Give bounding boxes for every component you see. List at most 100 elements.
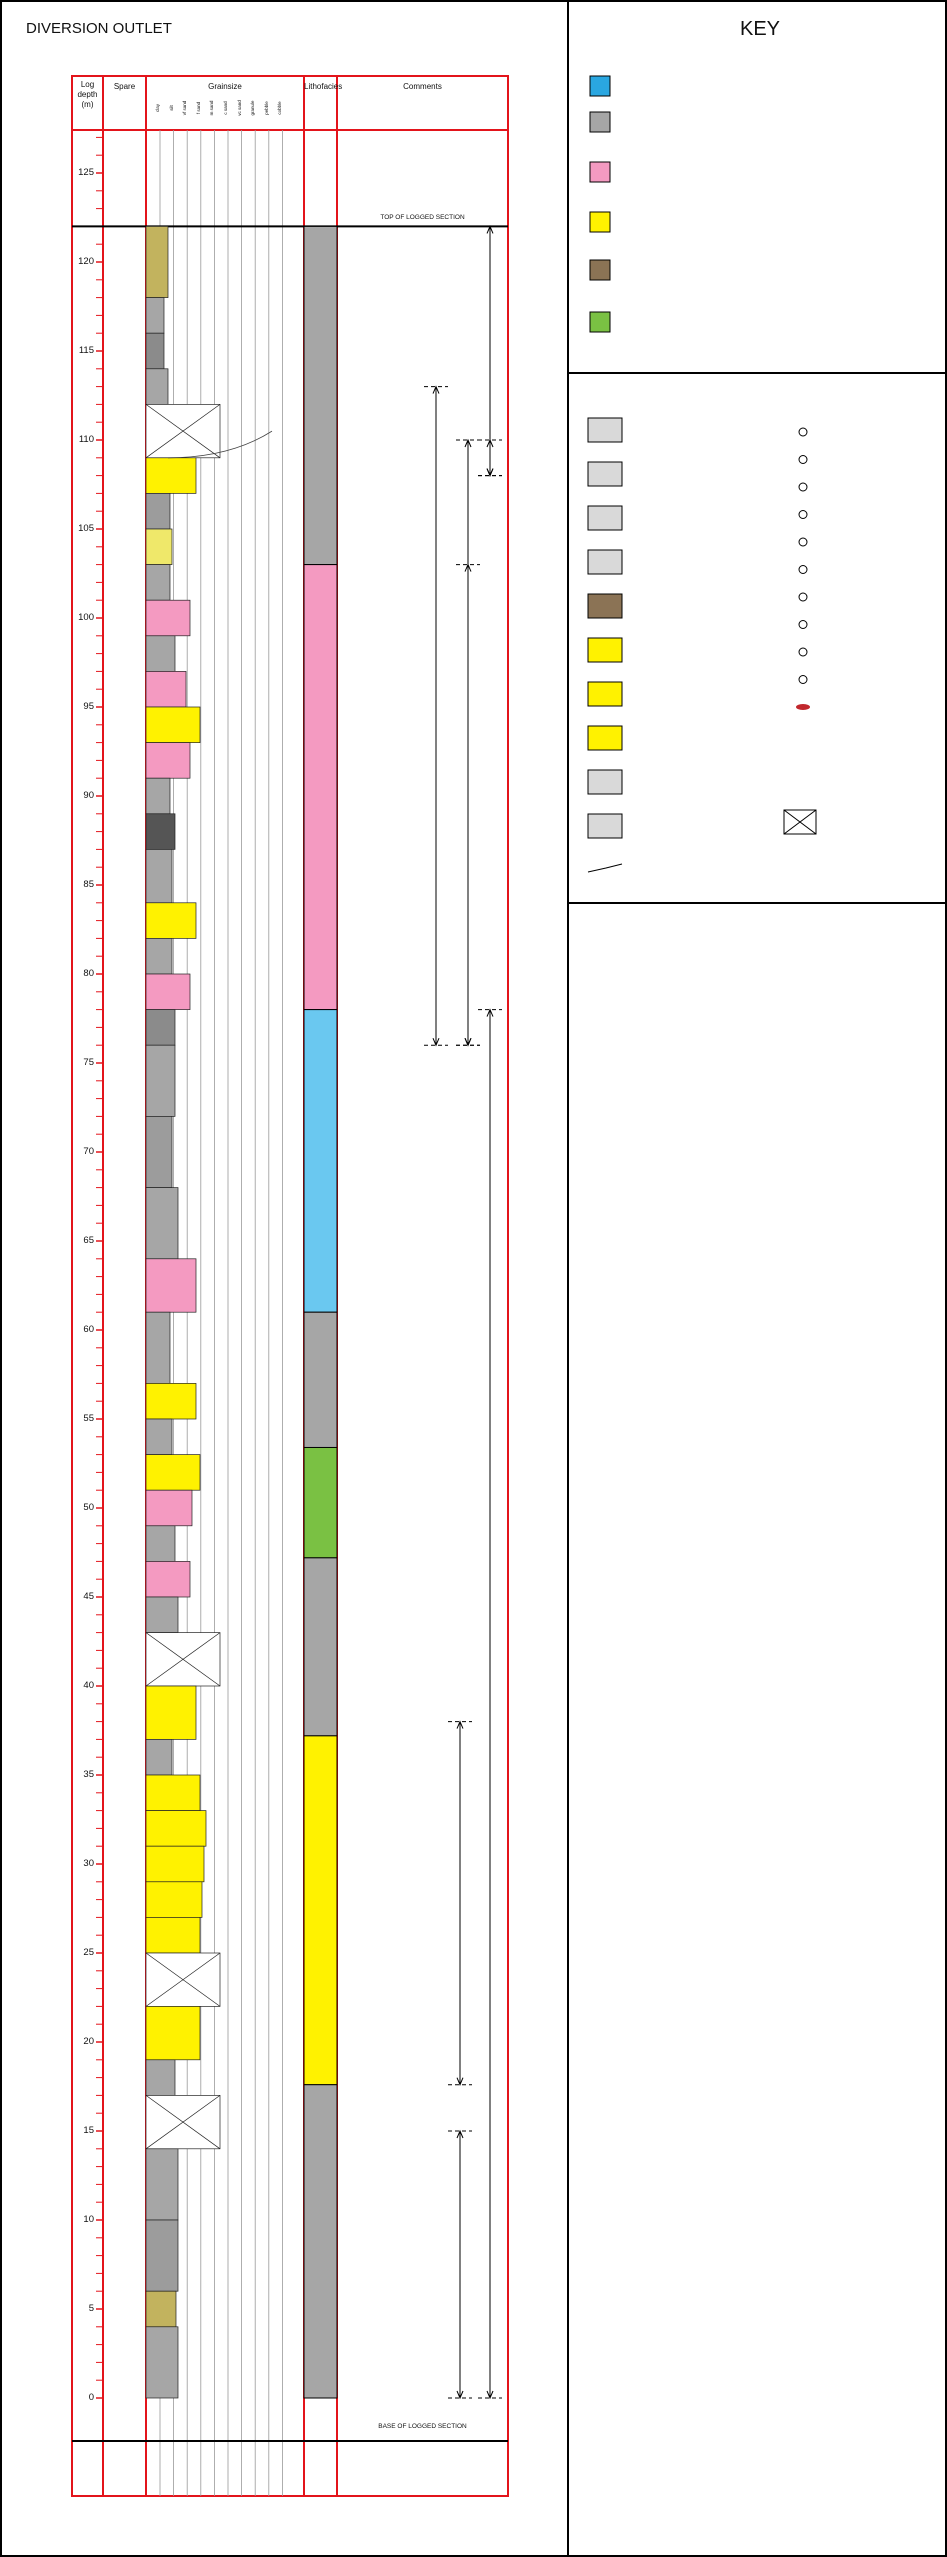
rippled-icon xyxy=(587,725,623,751)
grainsize-tick-label: pebble xyxy=(263,101,269,115)
log-bed xyxy=(145,813,176,850)
lithofacies-block xyxy=(303,1009,338,1313)
nodule-icon xyxy=(796,704,810,710)
grainsize-tick-label: f sand xyxy=(195,101,201,115)
log-bed xyxy=(145,1525,176,1562)
arrowhead xyxy=(432,385,440,394)
lithofacies-block xyxy=(303,1735,338,2086)
no-exposure-cross xyxy=(783,809,817,835)
depth-tick-label: 75 xyxy=(83,1057,94,1068)
depth-tick-label: 110 xyxy=(78,434,94,445)
grainsize-tick-label: clay xyxy=(155,104,160,113)
snuffbox-cement-icon xyxy=(587,593,623,619)
depth-tick-label: 40 xyxy=(83,1680,94,1691)
lithofacies-swatch xyxy=(589,311,611,333)
bivalves-icon xyxy=(798,620,808,629)
lithofacies-block xyxy=(303,1446,338,1559)
lithofacies-swatch xyxy=(589,259,611,281)
depth-header: Log depth (m) xyxy=(72,80,103,110)
scour-surface xyxy=(167,430,273,459)
lithofacies-header: Lithofacies xyxy=(304,82,343,91)
lithofacies-swatch xyxy=(589,111,611,133)
arrowhead xyxy=(486,438,494,448)
gastropods-icon xyxy=(798,647,808,657)
massive-texture-icon xyxy=(587,417,623,443)
depth-tick-label: 35 xyxy=(83,1769,94,1780)
log-bed xyxy=(145,1596,179,1633)
depth-tick-label: 10 xyxy=(83,2214,94,2225)
grainsize-header: Grainsize xyxy=(208,82,242,91)
folded-icon xyxy=(587,813,623,839)
log-bed xyxy=(145,1044,176,1117)
log-bed xyxy=(145,1489,193,1527)
depth-tick-label: 80 xyxy=(83,968,94,979)
depth-tick-label: 95 xyxy=(83,701,94,712)
grainsize-tick-label: cobble xyxy=(277,101,283,115)
key-title: KEY xyxy=(740,18,781,40)
depth-header-line-2: depth xyxy=(77,90,98,99)
arrowhead xyxy=(486,225,494,234)
depth-tick-label: 65 xyxy=(83,1235,94,1246)
log-bed xyxy=(145,902,197,939)
log-bed xyxy=(145,1187,179,1260)
grainsize-tick-label: silt xyxy=(168,105,174,111)
log-bed xyxy=(145,1810,207,1847)
depth-tick-label: 20 xyxy=(83,2036,94,2047)
depth-tick-label: 55 xyxy=(83,1413,94,1424)
depth-tick-label: 60 xyxy=(83,1324,94,1335)
log-bed xyxy=(145,2326,179,2399)
grainsize-tick-label: m sand xyxy=(209,100,215,116)
log-bed xyxy=(145,706,201,743)
depth-tick-label: 85 xyxy=(83,879,94,890)
depth-header-line-3: (m) xyxy=(81,100,94,109)
log-bed xyxy=(145,2148,179,2221)
log-bed xyxy=(145,1561,191,1598)
log-bed xyxy=(145,2219,179,2292)
log-bed xyxy=(145,1258,197,1313)
depth-tick-label: 105 xyxy=(78,523,94,534)
fissile-texture-icon xyxy=(587,461,623,487)
depth-tick-label: 120 xyxy=(78,256,94,267)
arrowhead xyxy=(464,438,472,448)
burrows-icon xyxy=(798,675,808,684)
lithofacies-block xyxy=(303,564,338,1011)
depth-tick-label: 25 xyxy=(83,1947,94,1958)
log-bed xyxy=(145,1454,201,1491)
log-bed xyxy=(145,1418,173,1455)
arrowhead xyxy=(456,2077,464,2086)
lithofacies-block xyxy=(303,2084,338,2399)
log-bed xyxy=(145,226,169,298)
log-bed xyxy=(145,1739,173,1776)
depth-header-line-1: Log xyxy=(80,80,95,89)
log-bed xyxy=(145,1774,201,1811)
arrowhead xyxy=(432,1038,440,1047)
coal-icon xyxy=(798,455,808,464)
depth-tick-label: 115 xyxy=(78,345,94,356)
log-bed xyxy=(145,1311,171,1384)
lithofacies-swatch xyxy=(589,161,611,183)
log-bed xyxy=(145,528,173,565)
lithofacies-block xyxy=(303,1557,338,1737)
lithofacies-block xyxy=(303,1311,338,1448)
arrowhead xyxy=(486,468,494,477)
grainsize-tick-label: vf sand xyxy=(182,100,188,116)
depth-tick-label: 15 xyxy=(83,2125,94,2136)
arrowhead xyxy=(456,2390,464,2400)
grainsize-tick-label: c sand xyxy=(223,101,228,115)
log-bed xyxy=(145,2059,176,2096)
page-title: DIVERSION OUTLET xyxy=(26,20,172,37)
log-bed xyxy=(145,493,171,530)
log-bed xyxy=(145,671,187,708)
log-bed xyxy=(145,564,171,601)
depth-tick-label: 50 xyxy=(83,1502,94,1513)
grainsize-tick-label: vc sand xyxy=(236,100,242,116)
log-bed xyxy=(145,1009,176,1046)
log-bed xyxy=(145,599,191,637)
log-bed xyxy=(145,457,197,494)
log-bed xyxy=(145,1116,173,1188)
log-bed xyxy=(145,297,165,334)
trough-cross-beds-icon xyxy=(587,637,623,663)
no-exposure-cross xyxy=(145,2095,221,2150)
